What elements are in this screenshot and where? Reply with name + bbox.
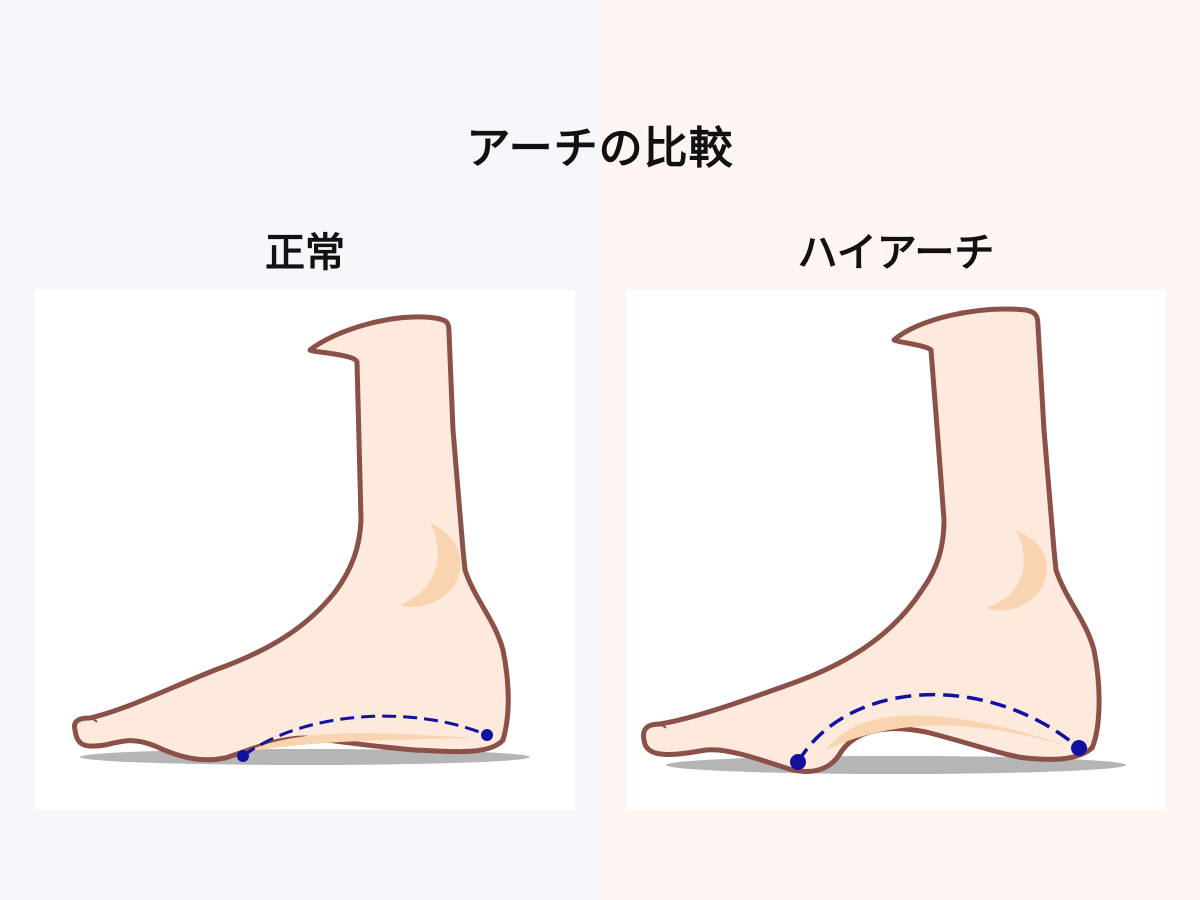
foot-outline	[72, 314, 511, 763]
foot-outline	[641, 306, 1102, 774]
ankle-mark	[986, 530, 1047, 611]
normal-arch-label: 正常	[265, 230, 345, 276]
toenail	[649, 722, 667, 729]
normal-arch-panel	[35, 290, 575, 810]
arch-point-heel	[481, 729, 493, 741]
arch-line	[796, 692, 1081, 763]
page-title: アーチの比較	[466, 123, 734, 174]
ankle-mark	[400, 522, 461, 607]
arch-point-front	[237, 750, 249, 762]
high-arch-panel	[626, 290, 1166, 810]
toenail	[80, 716, 98, 723]
normal-foot-illustration	[72, 314, 530, 765]
high-arch-foot-illustration	[641, 306, 1126, 774]
arch-shade	[245, 733, 475, 752]
arch-line	[242, 714, 488, 758]
arch-point-heel	[1071, 740, 1087, 756]
arch-shade	[826, 715, 1066, 750]
arch-point-front	[790, 754, 806, 770]
high-arch-label: ハイアーチ	[797, 230, 995, 276]
